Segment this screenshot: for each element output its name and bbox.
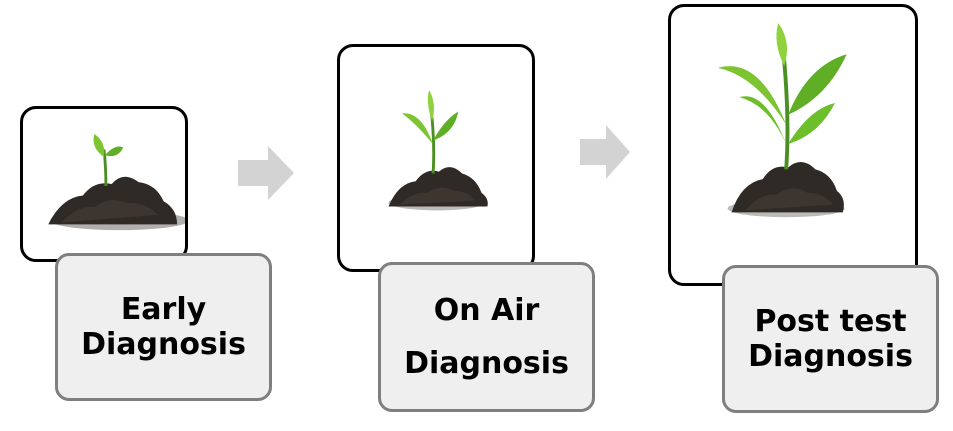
stage-1-label-line1: Early: [120, 292, 207, 327]
arrow-right-icon: [580, 125, 630, 179]
seedling-medium-icon: [388, 90, 488, 211]
arrow-right-icon: [238, 146, 294, 200]
stage-2-image-frame: [337, 44, 535, 272]
stage-3-label-line2: Diagnosis: [748, 339, 913, 374]
stage-1-label-line2: Diagnosis: [81, 327, 246, 362]
stage-3-image-frame: [668, 4, 918, 286]
seedling-small-icon: [48, 134, 185, 231]
stage-3-label: Post test Diagnosis: [722, 265, 939, 413]
stage-2-label: On Air Diagnosis: [378, 262, 595, 412]
stage-2-label-line2: Diagnosis: [404, 346, 569, 381]
stage-3-label-line1: Post test: [754, 304, 907, 339]
stage-1-label: Early Diagnosis: [55, 253, 272, 401]
stage-1-image-frame: [20, 106, 188, 262]
stage-2-label-line1: On Air: [433, 293, 540, 328]
plant-large-icon: [717, 23, 847, 218]
